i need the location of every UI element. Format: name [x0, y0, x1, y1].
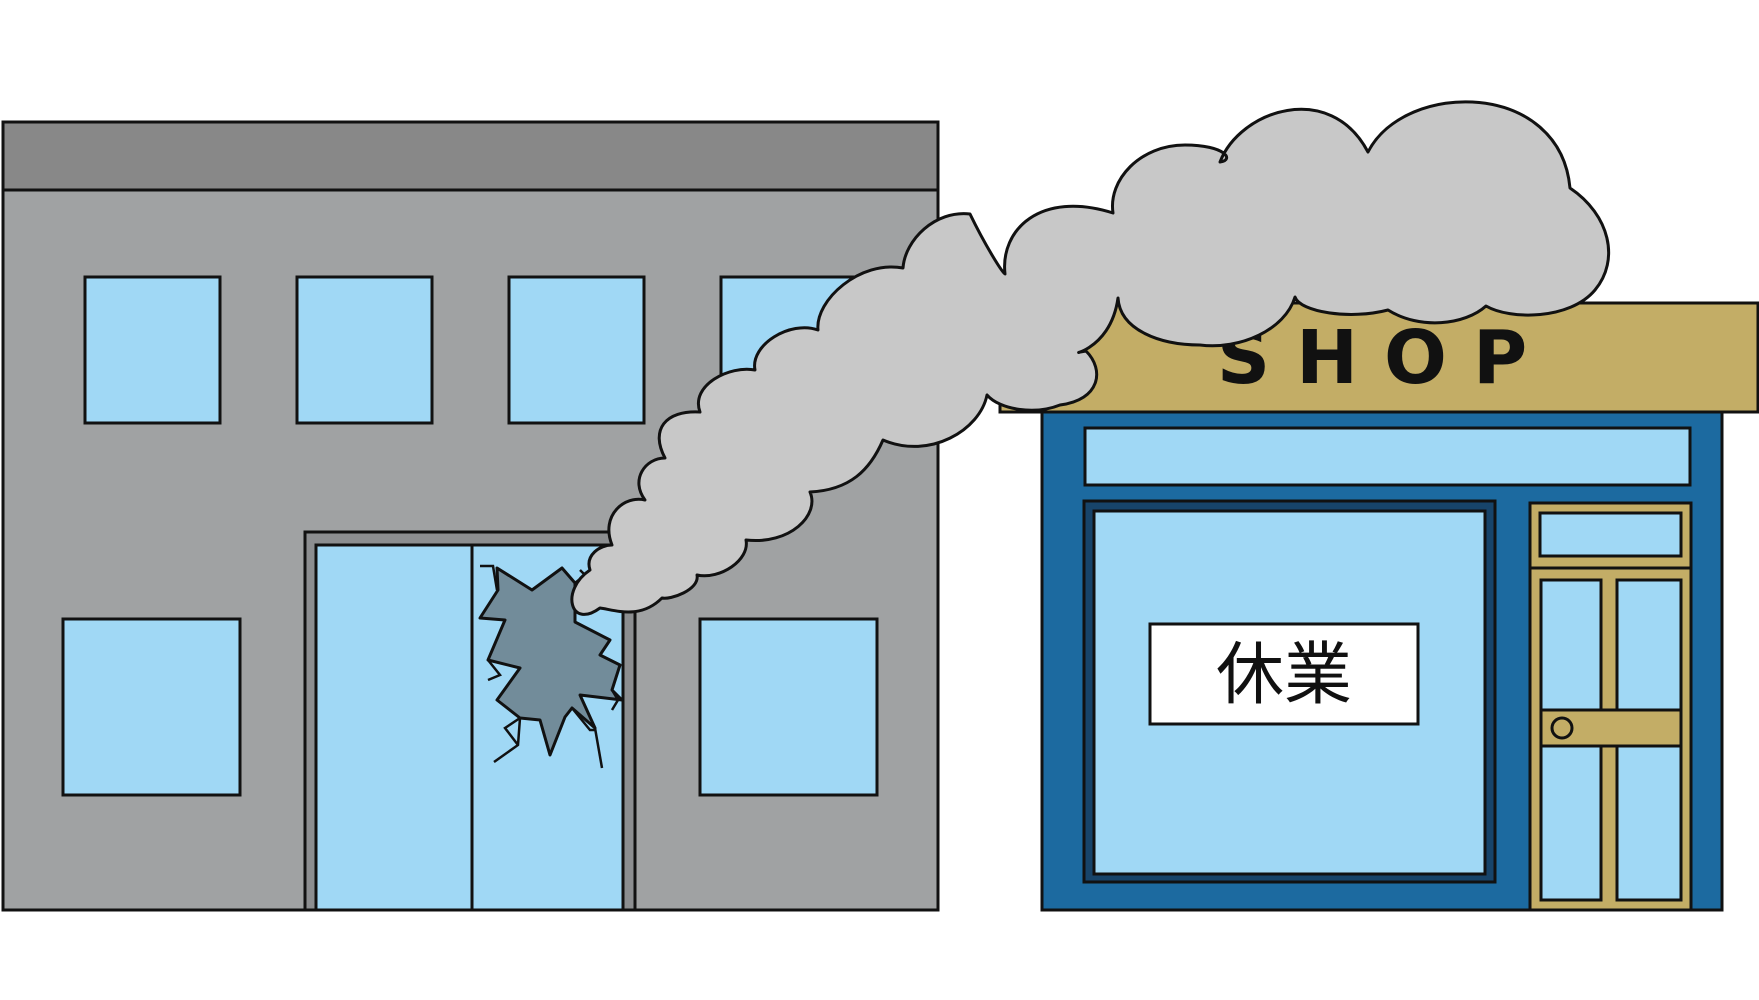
upper-window-3	[507, 275, 646, 425]
shop-door-bar	[1539, 708, 1683, 748]
door-knob-icon	[1550, 716, 1574, 740]
shop-transom-window	[1083, 426, 1692, 487]
closed-notice-text: 休業	[1216, 636, 1352, 715]
entrance-door-left	[314, 543, 474, 912]
smoke-cloud-icon	[570, 100, 1611, 616]
office-building	[1, 120, 940, 912]
building-roof	[1, 120, 940, 192]
broken-glass-icon	[478, 564, 624, 769]
closed-notice-board	[1148, 622, 1420, 726]
shop-door-top-pane	[1538, 511, 1683, 558]
upper-window-1	[83, 275, 222, 425]
shop-building: SHOP 休業	[998, 301, 1759, 912]
lower-window-right	[698, 617, 879, 797]
lower-window-left	[61, 617, 242, 797]
upper-window-2	[295, 275, 434, 425]
